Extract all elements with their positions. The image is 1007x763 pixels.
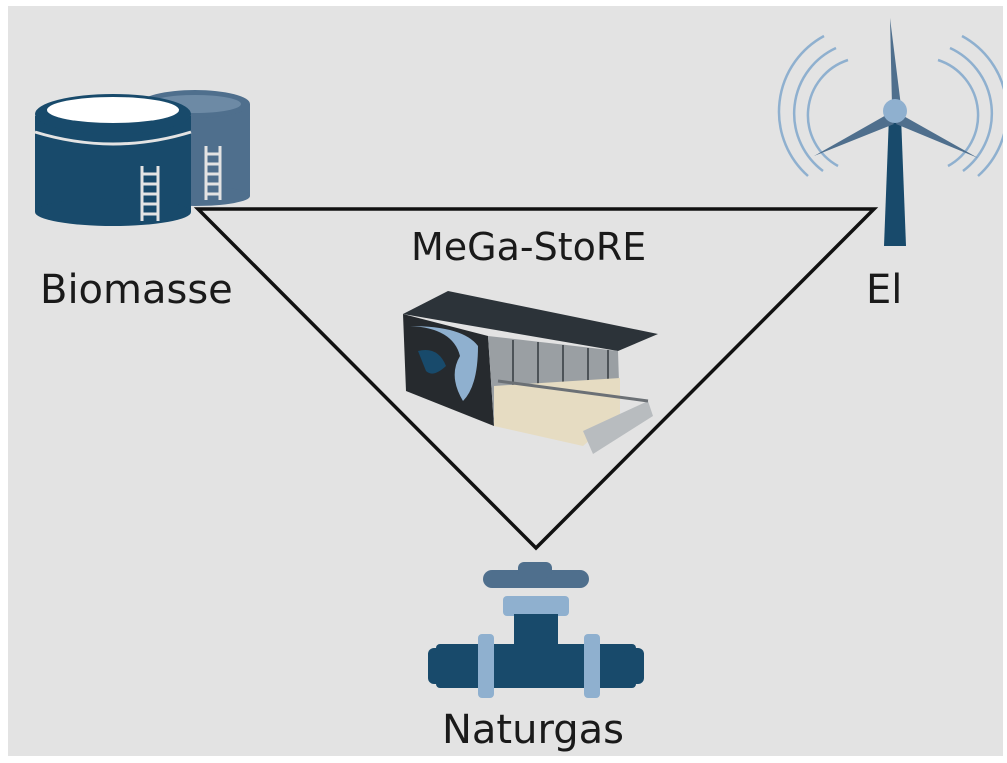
plant-container-icon xyxy=(403,291,658,454)
diagram-canvas: MeGa-StoRE Biomasse El Naturgas xyxy=(8,6,1003,756)
biogas-tanks-icon xyxy=(34,90,250,226)
center-label: MeGa-StoRE xyxy=(411,225,647,269)
connection-triangle xyxy=(193,207,879,551)
node-label-el: El xyxy=(866,267,903,313)
gas-valve-pipe-icon xyxy=(428,562,644,698)
diagram-graphics xyxy=(34,18,1003,698)
node-label-biomasse: Biomasse xyxy=(40,267,233,313)
wind-turbine-icon xyxy=(777,18,1003,246)
node-label-naturgas: Naturgas xyxy=(442,707,624,753)
